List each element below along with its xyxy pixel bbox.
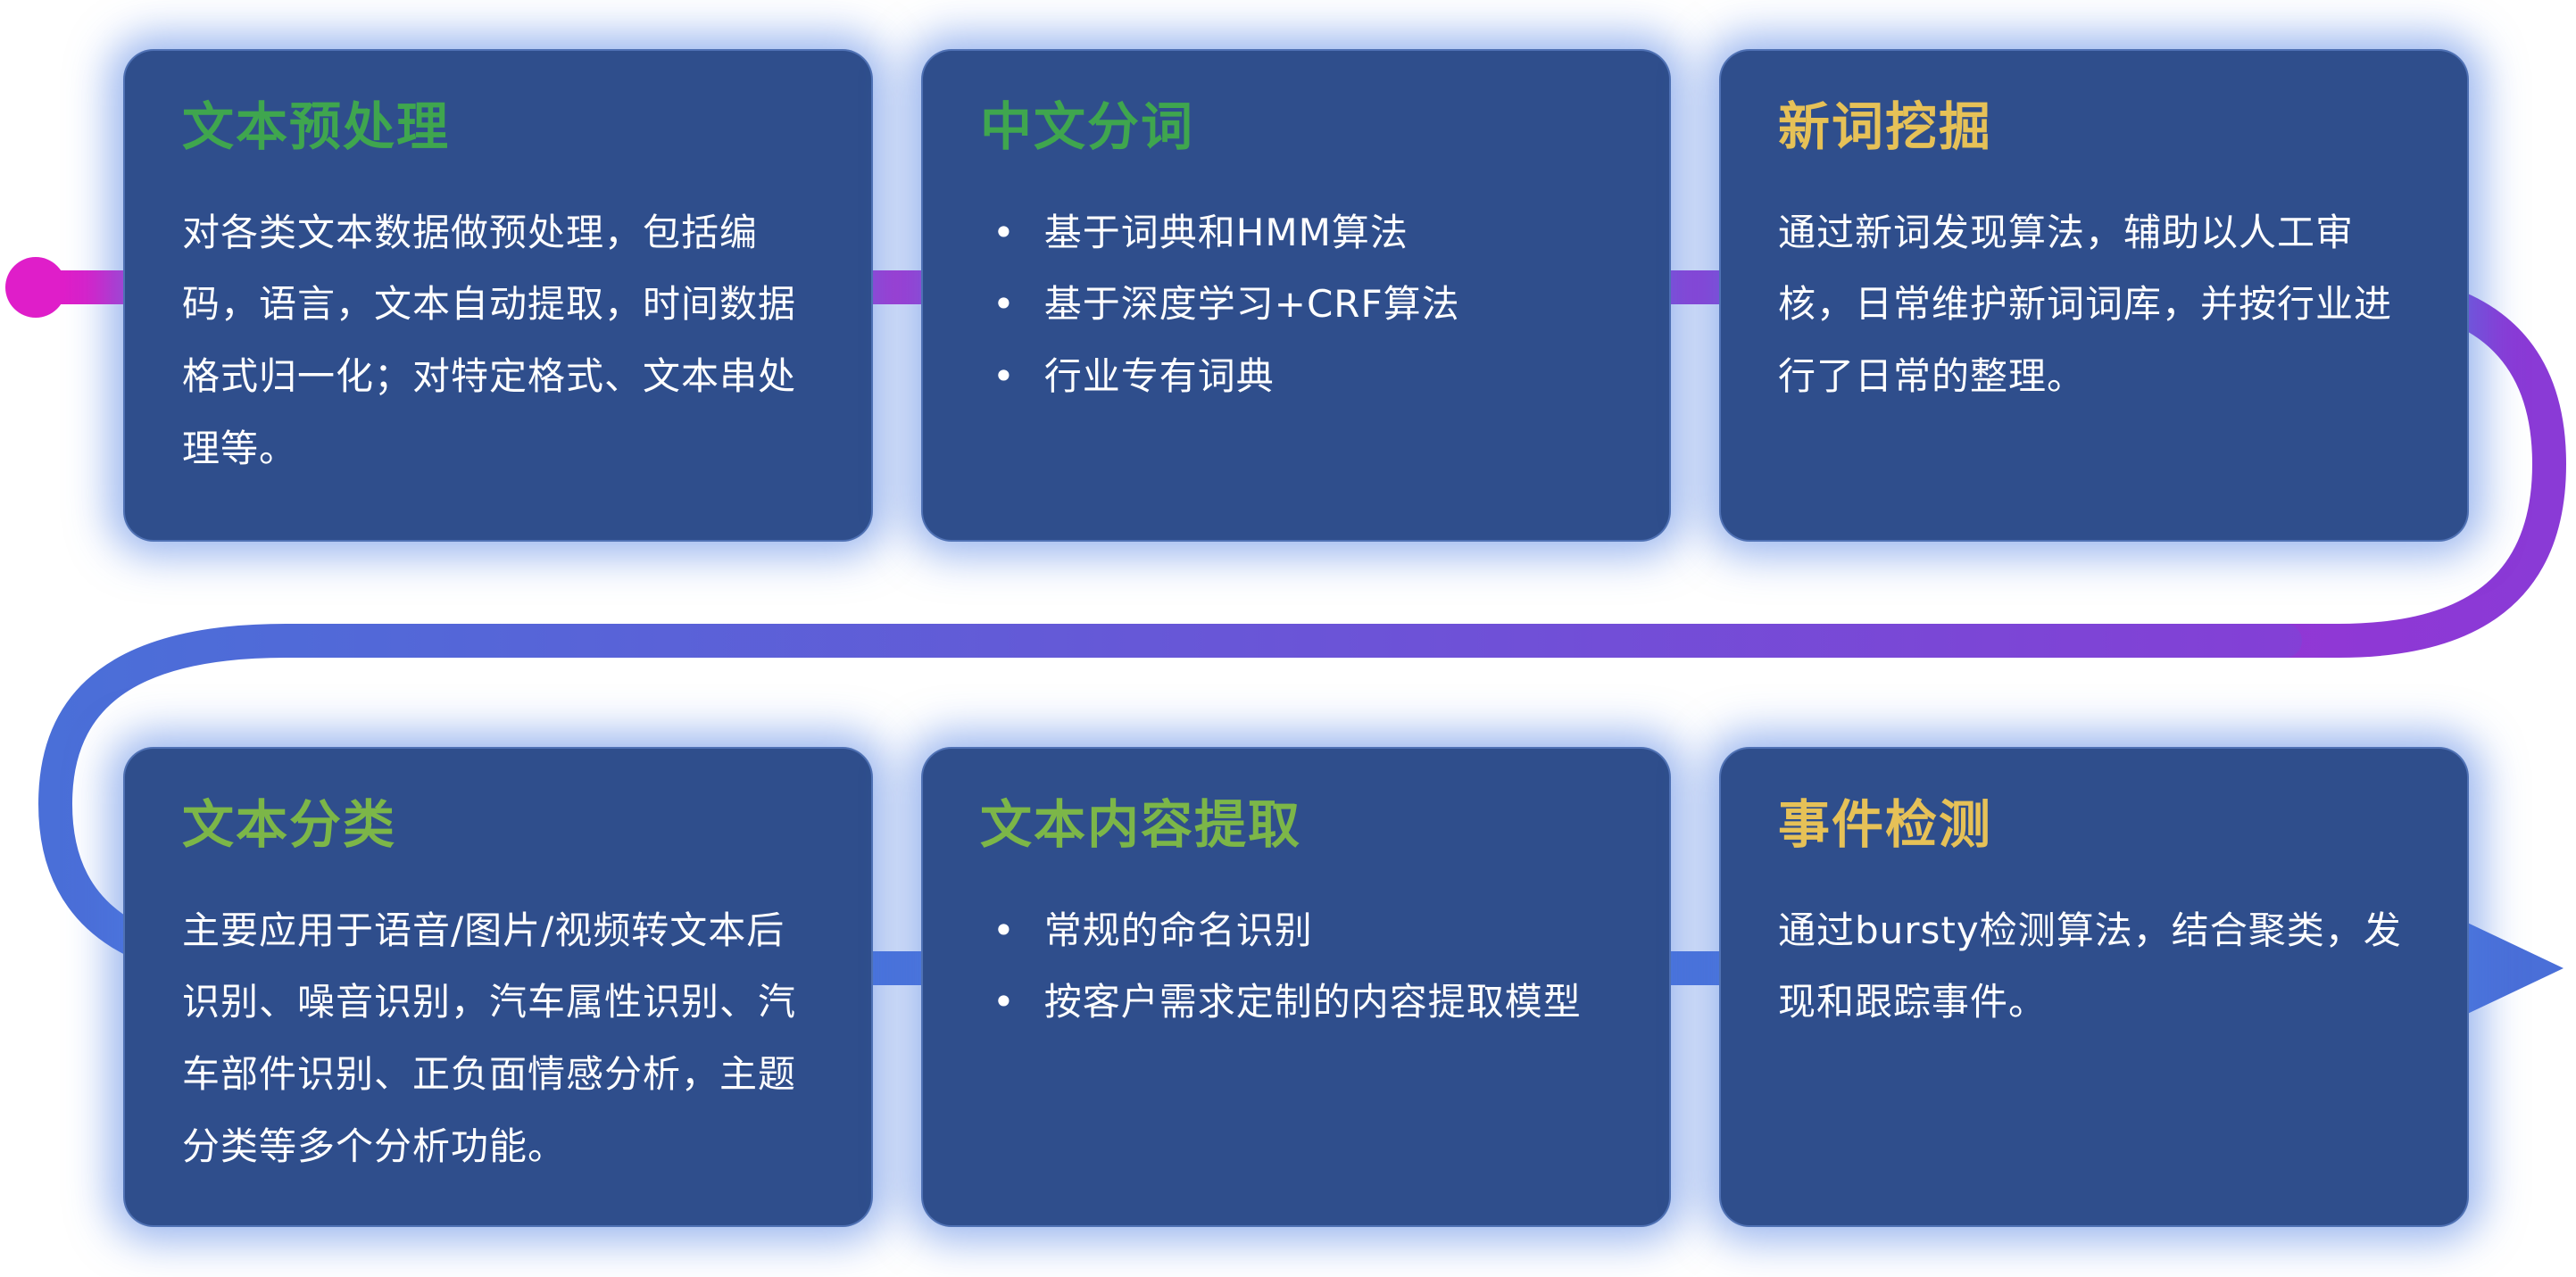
bullet-list: • 常规的命名识别 • 按客户需求定制的内容提取模型 [980, 895, 1612, 1039]
bullet-item: • 基于深度学习+CRF算法 [993, 269, 1612, 341]
card-event-detection: 事件检测 通过bursty检测算法，结合聚类，发现和跟踪事件。 [1719, 747, 2469, 1227]
card-text-classification: 文本分类 主要应用于语音/图片/视频转文本后识别、噪音识别，汽车属性识别、汽车部… [123, 747, 873, 1227]
card-title: 文本内容提取 [980, 794, 1302, 855]
card-text-preprocessing: 文本预处理 对各类文本数据做预处理，包括编码，语言，文本自动提取，时间数据格式归… [123, 49, 873, 542]
card-chinese-segmentation: 中文分词 • 基于词典和HMM算法 • 基于深度学习+CRF算法 • 行业专有词… [921, 49, 1671, 542]
card-description: 主要应用于语音/图片/视频转文本后识别、噪音识别，汽车属性识别、汽车部件识别、正… [182, 908, 797, 1168]
bullet-text: 行业专有词典 [1043, 354, 1275, 399]
flow-arrow-icon [2460, 919, 2564, 1017]
bullet-item: • 常规的命名识别 [993, 895, 1612, 967]
bullet-dot-icon: • [993, 980, 1016, 1024]
flow-start-dot-icon [5, 257, 66, 318]
card-title: 中文分词 [980, 96, 1195, 157]
card-title: 新词挖掘 [1778, 96, 1993, 157]
bullet-dot-icon: • [993, 282, 1016, 327]
bullet-list: • 基于词典和HMM算法 • 基于深度学习+CRF算法 • 行业专有词典 [980, 197, 1612, 413]
bullet-item: • 按客户需求定制的内容提取模型 [993, 966, 1612, 1039]
bullet-text: 常规的命名识别 [1043, 908, 1313, 952]
bullet-dot-icon: • [993, 908, 1016, 952]
bullet-text: 基于深度学习+CRF算法 [1043, 282, 1460, 327]
card-text-content-extraction: 文本内容提取 • 常规的命名识别 • 按客户需求定制的内容提取模型 [921, 747, 1671, 1227]
bullet-text: 基于词典和HMM算法 [1043, 210, 1408, 254]
card-title: 事件检测 [1778, 794, 1993, 855]
card-title: 文本分类 [182, 794, 397, 855]
bullet-text: 按客户需求定制的内容提取模型 [1043, 980, 1582, 1024]
bullet-dot-icon: • [993, 210, 1016, 254]
card-title: 文本预处理 [182, 96, 451, 157]
card-description: 通过bursty检测算法，结合聚类，发现和跟踪事件。 [1778, 908, 2402, 1024]
bullet-dot-icon: • [993, 354, 1016, 399]
bullet-item: • 基于词典和HMM算法 [993, 197, 1612, 269]
card-description: 对各类文本数据做预处理，包括编码，语言，文本自动提取，时间数据格式归一化；对特定… [182, 210, 797, 470]
card-new-word-mining: 新词挖掘 通过新词发现算法，辅助以人工审核，日常维护新词词库，并按行业进行了日常… [1719, 49, 2469, 542]
card-description: 通过新词发现算法，辅助以人工审核，日常维护新词词库，并按行业进行了日常的整理。 [1778, 210, 2393, 399]
bullet-item: • 行业专有词典 [993, 341, 1612, 413]
